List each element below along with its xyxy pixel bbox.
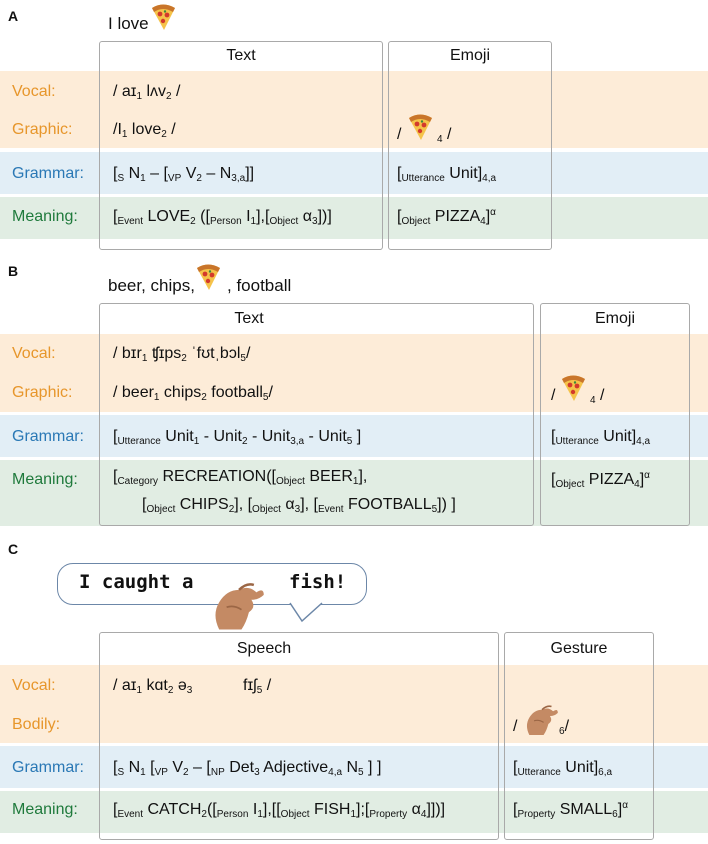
grammar-band-a: [0, 152, 708, 194]
meaning-text-b-line2: [Object CHIPS2], [Object α3], [Event FOO…: [142, 496, 456, 515]
grammar-emoji-b: [Utterance Unit]4,a: [551, 428, 651, 447]
pizza-icon: [409, 114, 432, 140]
speech-header-c: Speech: [236, 640, 292, 657]
panel-a-caption: I love: [108, 14, 149, 33]
panel-a-label: A: [8, 8, 19, 24]
meaning-text-c: [Event CATCH2([Person I1],[[Object FISH1…: [113, 801, 446, 820]
panel-b-caption-left: beer, chips,: [108, 276, 195, 295]
grammar-text-c: [S N1 [VP V2 – [NP Det3 Adjective4,a N5 …: [113, 759, 382, 778]
pizza-icon: [562, 375, 585, 401]
row-label-meaning-c: Meaning:: [12, 801, 78, 818]
vocal-text-c: / aɪ1 kɑt2 ə3: [113, 677, 193, 696]
grammar-gesture-c: [Utterance Unit]6,a: [513, 759, 613, 778]
speech-bubble: [57, 563, 367, 605]
emoji-header-a: Emoji: [449, 47, 490, 64]
row-label-meaning-a: Meaning:: [12, 208, 78, 225]
grammar-emoji-a: [Utterance Unit]4,a: [397, 165, 497, 184]
row-label-grammar-b: Grammar:: [12, 428, 84, 445]
row-label-graphic-b: Graphic:: [12, 384, 73, 401]
vocal-text-c-fish: fɪʃ5 /: [243, 677, 272, 696]
row-label-meaning-b: Meaning:: [12, 471, 78, 488]
grammar-text-b: [Utterance Unit1 - Unit2 - Unit3,a - Uni…: [113, 428, 362, 447]
row-label-vocal-c: Vocal:: [12, 677, 56, 694]
speech-bubble-tail: [289, 602, 323, 623]
graphic-emoji-index-a: 4 /: [437, 126, 452, 145]
meaning-emoji-a: [Object PIZZA4]α: [397, 207, 496, 227]
meaning-band-c: [0, 791, 708, 833]
speech-text-left: I caught a: [79, 571, 194, 593]
panel-c-label: C: [8, 541, 19, 557]
grammar-band-b: [0, 415, 708, 457]
gesture-header-c: Gesture: [550, 640, 608, 657]
bodily-gesture-c: /: [513, 718, 518, 735]
speech-text-right: fish!: [289, 571, 347, 593]
row-label-vocal-b: Vocal:: [12, 345, 56, 362]
vocal-band-b: [0, 334, 708, 412]
text-header-b: Text: [234, 310, 264, 327]
emoji-column-box-a: [388, 41, 552, 250]
speech-column-box-c: [99, 632, 499, 840]
text-header-a: Text: [226, 47, 256, 64]
pizza-icon: [197, 264, 220, 290]
text-column-box-a: [99, 41, 383, 250]
row-label-grammar-a: Grammar:: [12, 165, 84, 182]
meaning-band-a: [0, 197, 708, 239]
graphic-emoji-b: /: [551, 387, 556, 404]
grammar-text-a: [S N1 – [VP V2 – N3,a]]: [113, 165, 255, 184]
row-label-graphic-a: Graphic:: [12, 121, 73, 138]
meaning-emoji-b: [Object PIZZA4]α: [551, 470, 650, 490]
pinch-hand-icon: [214, 583, 265, 631]
graphic-emoji-index-b: 4 /: [590, 387, 605, 406]
meaning-text-a: [Event LOVE2 ([Person I1],[Object α3])]: [113, 208, 332, 227]
graphic-text-a: /I1 love2 /: [113, 121, 176, 140]
pizza-icon: [152, 4, 175, 30]
pinch-hand-icon: [526, 705, 559, 736]
emoji-column-box-b: [540, 303, 690, 526]
vocal-band-a: [0, 71, 708, 148]
graphic-emoji-a: /: [397, 126, 402, 143]
vocal-text-a: / aɪ1 lʌv2 /: [113, 83, 181, 102]
meaning-text-b-line1: [Category RECREATION([Object BEER1],: [113, 468, 368, 487]
meaning-gesture-c: [Property SMALL6]α: [513, 800, 628, 820]
meaning-band-b: [0, 460, 708, 526]
panel-b-caption-right: , football: [227, 276, 292, 295]
text-column-box-b: [99, 303, 534, 526]
gesture-column-box-c: [504, 632, 654, 840]
row-label-vocal-a: Vocal:: [12, 83, 56, 100]
emoji-header-b: Emoji: [594, 310, 635, 327]
graphic-text-b: / beer1 chips2 football5/: [113, 384, 273, 403]
bodily-gesture-index-c: 6/: [559, 718, 570, 737]
panel-b-label: B: [8, 263, 19, 279]
vocal-text-b: / bɪr1 ʧɪps2 ˈfʊtˌbɔl5/: [113, 345, 251, 364]
grammar-band-c: [0, 746, 708, 788]
vocal-band-c: [0, 665, 708, 743]
row-label-grammar-c: Grammar:: [12, 759, 84, 776]
row-label-bodily-c: Bodily:: [12, 716, 61, 733]
